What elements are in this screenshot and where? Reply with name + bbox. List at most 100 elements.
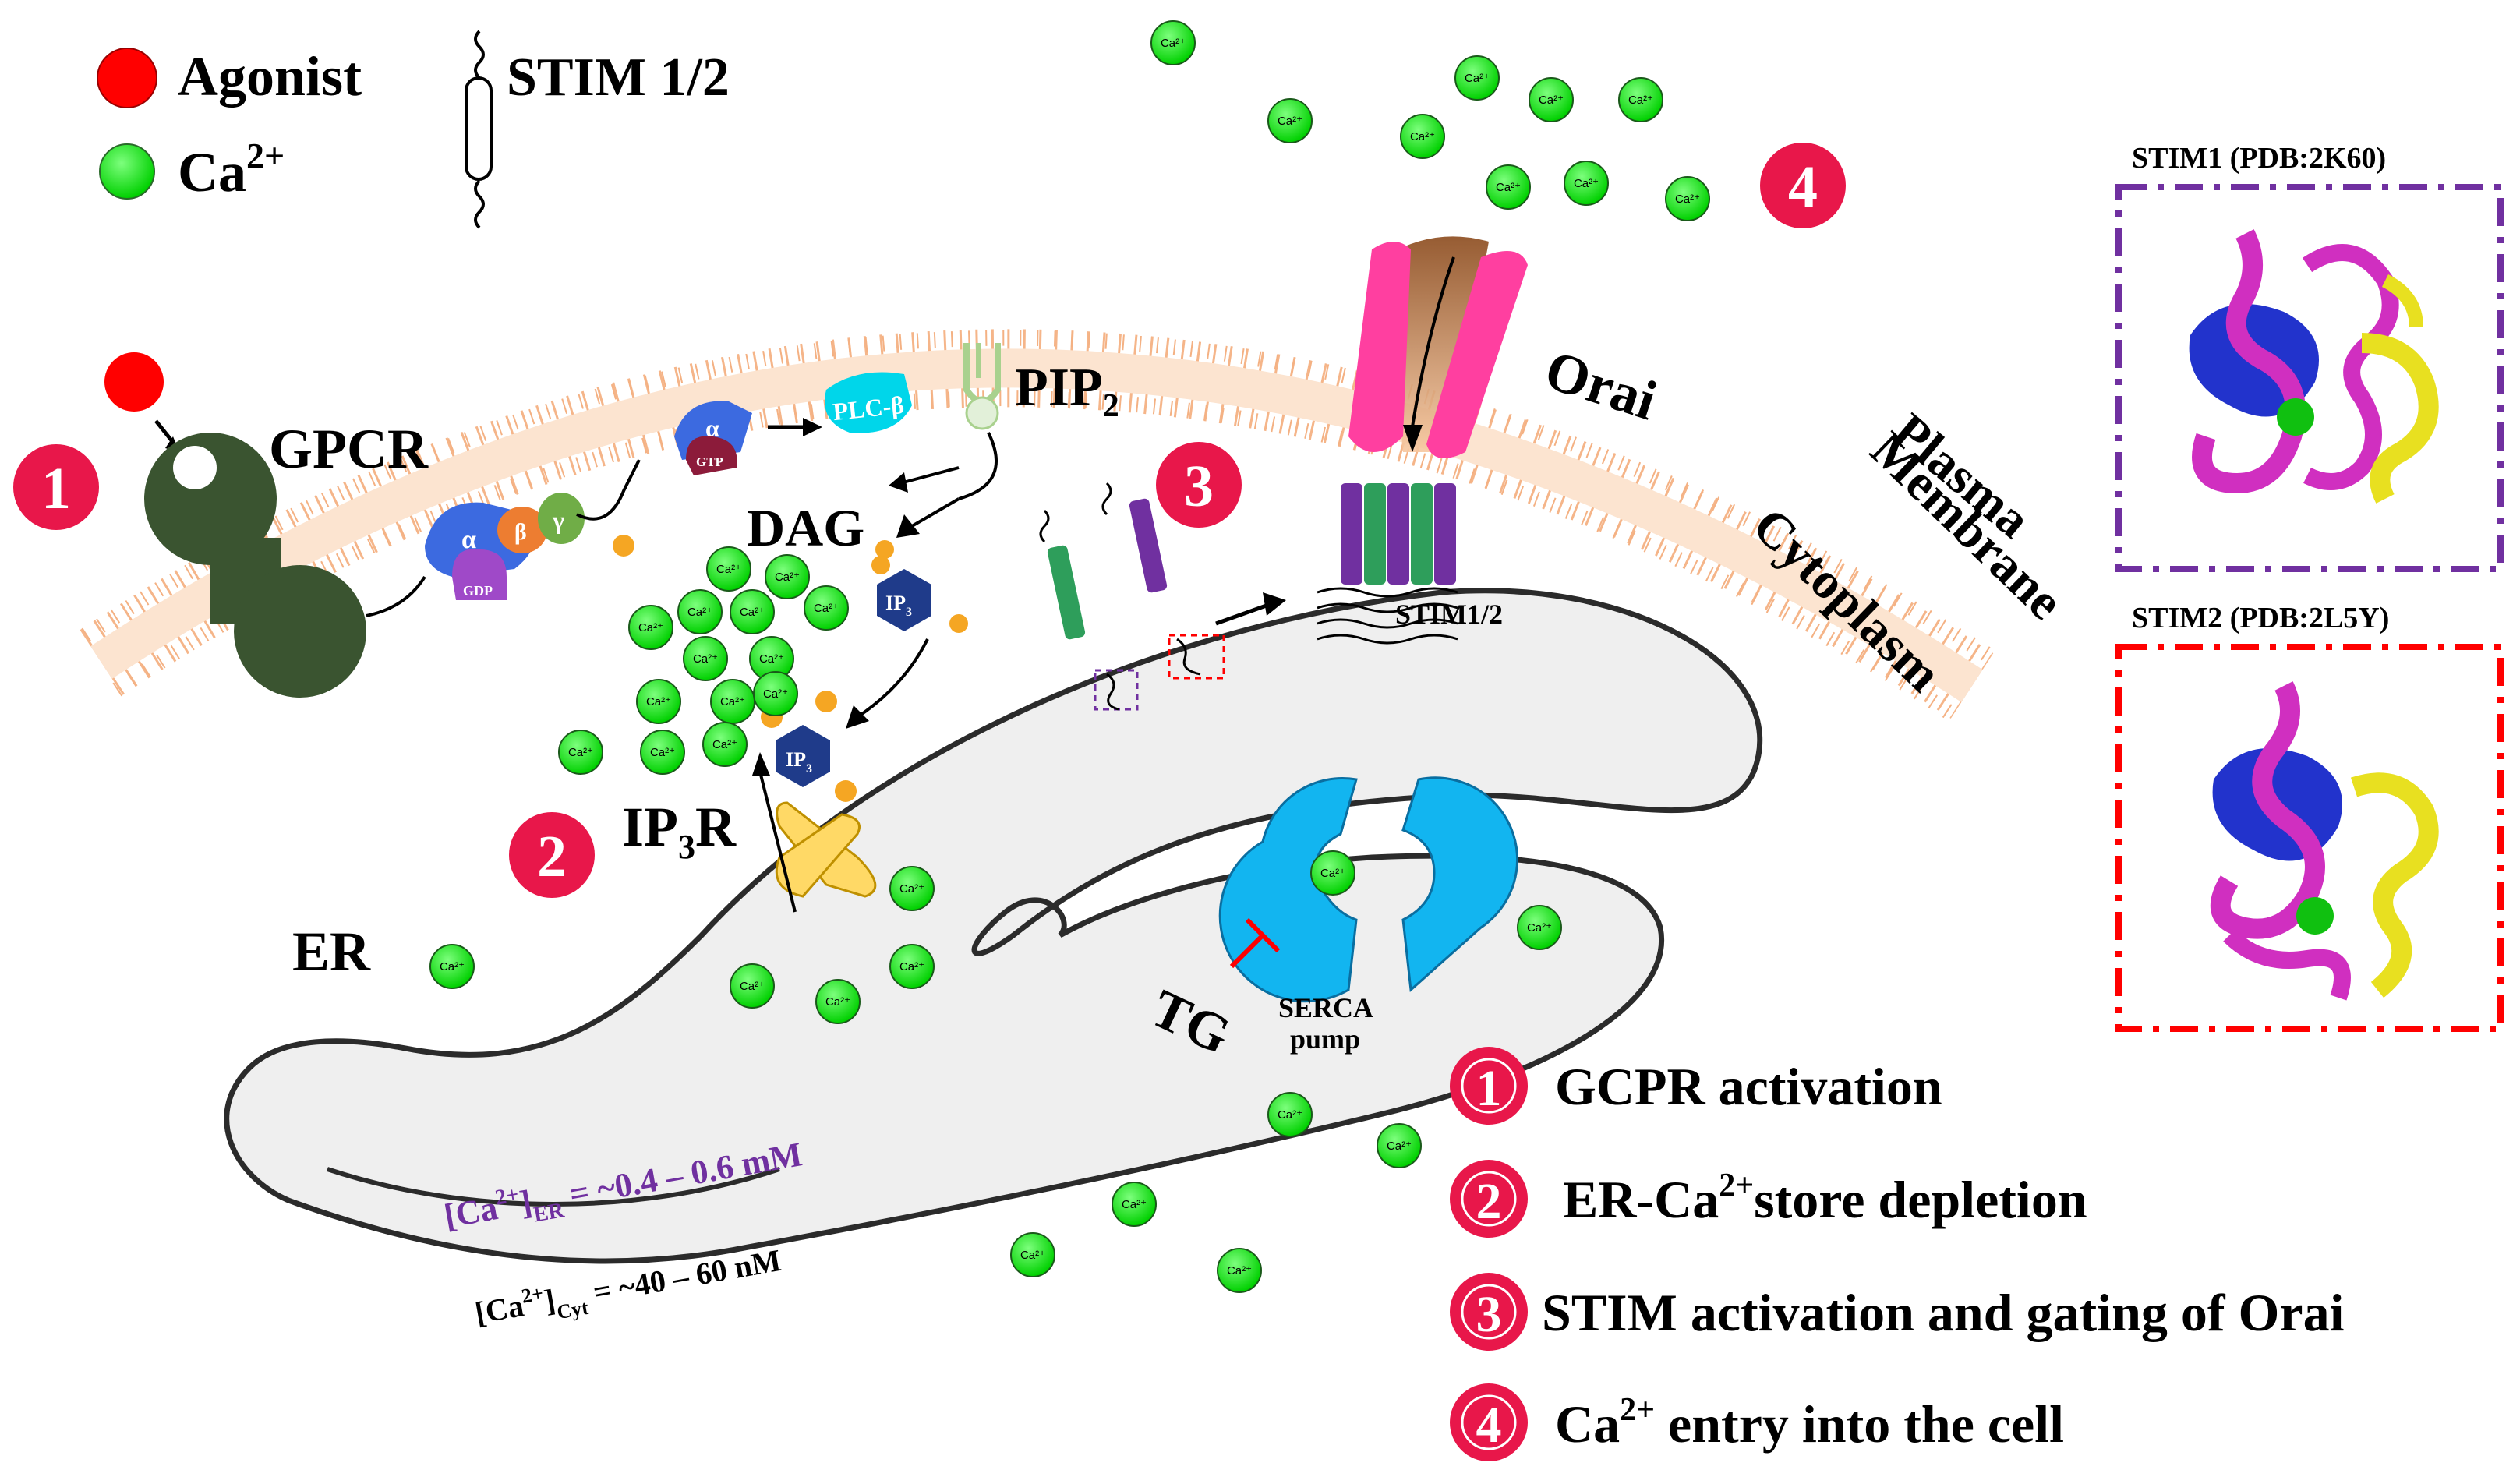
g-alpha-gtp: α GTP [674,401,752,475]
step-marker-2: 2 [509,812,595,898]
g-protein: α β γ GDP [425,493,585,600]
ca-ion-label: Ca²⁺ [1675,193,1700,206]
ca-ion [1010,1232,1055,1277]
svg-text:Ca2+ entry into the cell: Ca2+ entry into the cell [1555,1392,2064,1454]
ca-ion-label: Ca²⁺ [1628,94,1653,107]
svg-text:GDP: GDP [463,583,493,599]
stim-active-cluster [1317,483,1458,645]
plc-beta: PLC-β [825,372,912,433]
plasma-membrane [80,329,1994,724]
label-er: ER [292,920,371,983]
ca-ion [1529,77,1574,122]
gpcr-receptor [144,433,366,698]
calcium-ions: Ca²⁺ Ca²⁺ Ca²⁺ Ca²⁺ Ca²⁺ Ca²⁺ Ca²⁺ Ca²⁺ Ca²⁺ Ca²⁺… [429,20,1710,1293]
ca-ion [429,944,475,989]
arrow-stim-to-orai [1215,602,1271,626]
svg-text:GTP: GTP [696,454,723,469]
step-item-1: 1 GCPR activation [1450,1047,1942,1125]
label-pip2: PIP2 [1015,358,1119,424]
legend-ca: Ca2+ [178,136,285,203]
ca-ion-label: Ca²⁺ [568,746,593,759]
label-gpcr: GPCR [269,418,429,480]
legend-stim: STIM 1/2 [507,48,730,108]
ca-ion [815,979,861,1024]
ca-ion [1377,1123,1422,1168]
label-orai: Orai [1538,338,1664,433]
ca-ion-label: Ca²⁺ [763,687,788,701]
ca-ion-label: Ca²⁺ [740,980,765,993]
ca-ion-label: Ca²⁺ [1020,1249,1045,1262]
svg-text:α: α [705,414,719,442]
ca-ion-label: Ca²⁺ [712,738,737,751]
ca-ion-label: Ca²⁺ [1574,177,1599,190]
label-stim12: STIM1/2 [1395,599,1503,630]
agonist [104,352,179,452]
svg-text:1: 1 [1476,1060,1502,1117]
pip2-lipid [963,343,1001,430]
ca-ion [1267,98,1313,143]
ca-ion [1400,114,1445,159]
ca-ion-label: Ca²⁺ [720,695,745,708]
ca-ion [1217,1248,1262,1293]
ca-ion [1618,77,1663,122]
ca-ion [1267,1092,1313,1137]
ca-ion-label: Ca²⁺ [1122,1198,1147,1211]
step-item-3: 3 STIM activation and gating of Orai [1450,1273,2345,1351]
tg-inhibitor [1229,917,1281,969]
arrow-to-dag [899,466,960,485]
ca-ion-label: Ca²⁺ [1496,181,1521,194]
ca-ion [889,866,935,911]
ca-ion-label: Ca²⁺ [687,606,712,619]
ca-ion [558,730,603,775]
ip3-molecule: IP3 [871,540,968,633]
ip3-label: IP3 [885,592,912,619]
svg-text:4: 4 [1476,1397,1502,1454]
arrow-gpcr-to-gprotein [366,575,426,617]
ca-ion [628,605,673,650]
ca-ion-label: Ca²⁺ [775,571,800,584]
step-item-4: 4 Ca2+ entry into the cell [1450,1383,2064,1461]
ca-ion [889,944,935,989]
ca-ion-label: Ca²⁺ [440,960,465,973]
svg-text:γ: γ [552,506,564,534]
ca-ion-label: Ca²⁺ [759,652,784,666]
ca-ion-label: Ca²⁺ [1387,1140,1412,1153]
ca-ion [753,671,798,716]
steps-list: 1 GCPR activation 2 ER-Ca2+store depleti… [1450,1047,2345,1461]
ca-ion [706,546,751,592]
svg-text:α: α [461,525,476,554]
ca-ion-label: Ca²⁺ [1320,867,1345,880]
ca-ion-label: Ca²⁺ [899,882,924,896]
ca-ion [1517,905,1562,950]
ca-ion-label: Ca²⁺ [1527,921,1552,935]
svg-text:STIM activation and gating of: STIM activation and gating of Orai [1542,1283,2345,1342]
phosphate-1 [613,535,634,557]
ca-ion [1486,164,1531,210]
label-ip3r: IP3R [622,796,737,866]
svg-text:IP3: IP3 [786,748,812,776]
svg-text:1: 1 [41,456,71,521]
step-marker-1: 1 [13,444,99,530]
arrow-gprotein-to-alpha [576,459,641,521]
svg-text:GCPR activation: GCPR activation [1555,1057,1942,1116]
svg-text:2: 2 [1476,1173,1502,1230]
ca-ion [640,730,685,775]
ca-ion [1665,176,1710,221]
ca-ion [765,554,810,599]
svg-text:3: 3 [1184,454,1214,519]
step-marker-4: 4 [1760,143,1846,228]
ca-ion [1564,161,1609,206]
ca-ion-label: Ca²⁺ [716,563,741,576]
stim-legend-icon [465,30,493,229]
ca-ion-label: Ca²⁺ [825,995,850,1009]
ca-ion [702,722,748,767]
svg-text:ER-Ca2+store depletion: ER-Ca2+store depletion [1563,1168,2087,1229]
agonist-legend-dot [97,48,157,108]
ca-ion [683,636,728,681]
label-serca: SERCA [1278,992,1373,1023]
ca-ion-label: Ca²⁺ [740,606,765,619]
ca-ion [1454,55,1500,101]
ca-ion-label: Ca²⁺ [1161,37,1186,50]
svg-text:β: β [514,519,527,545]
